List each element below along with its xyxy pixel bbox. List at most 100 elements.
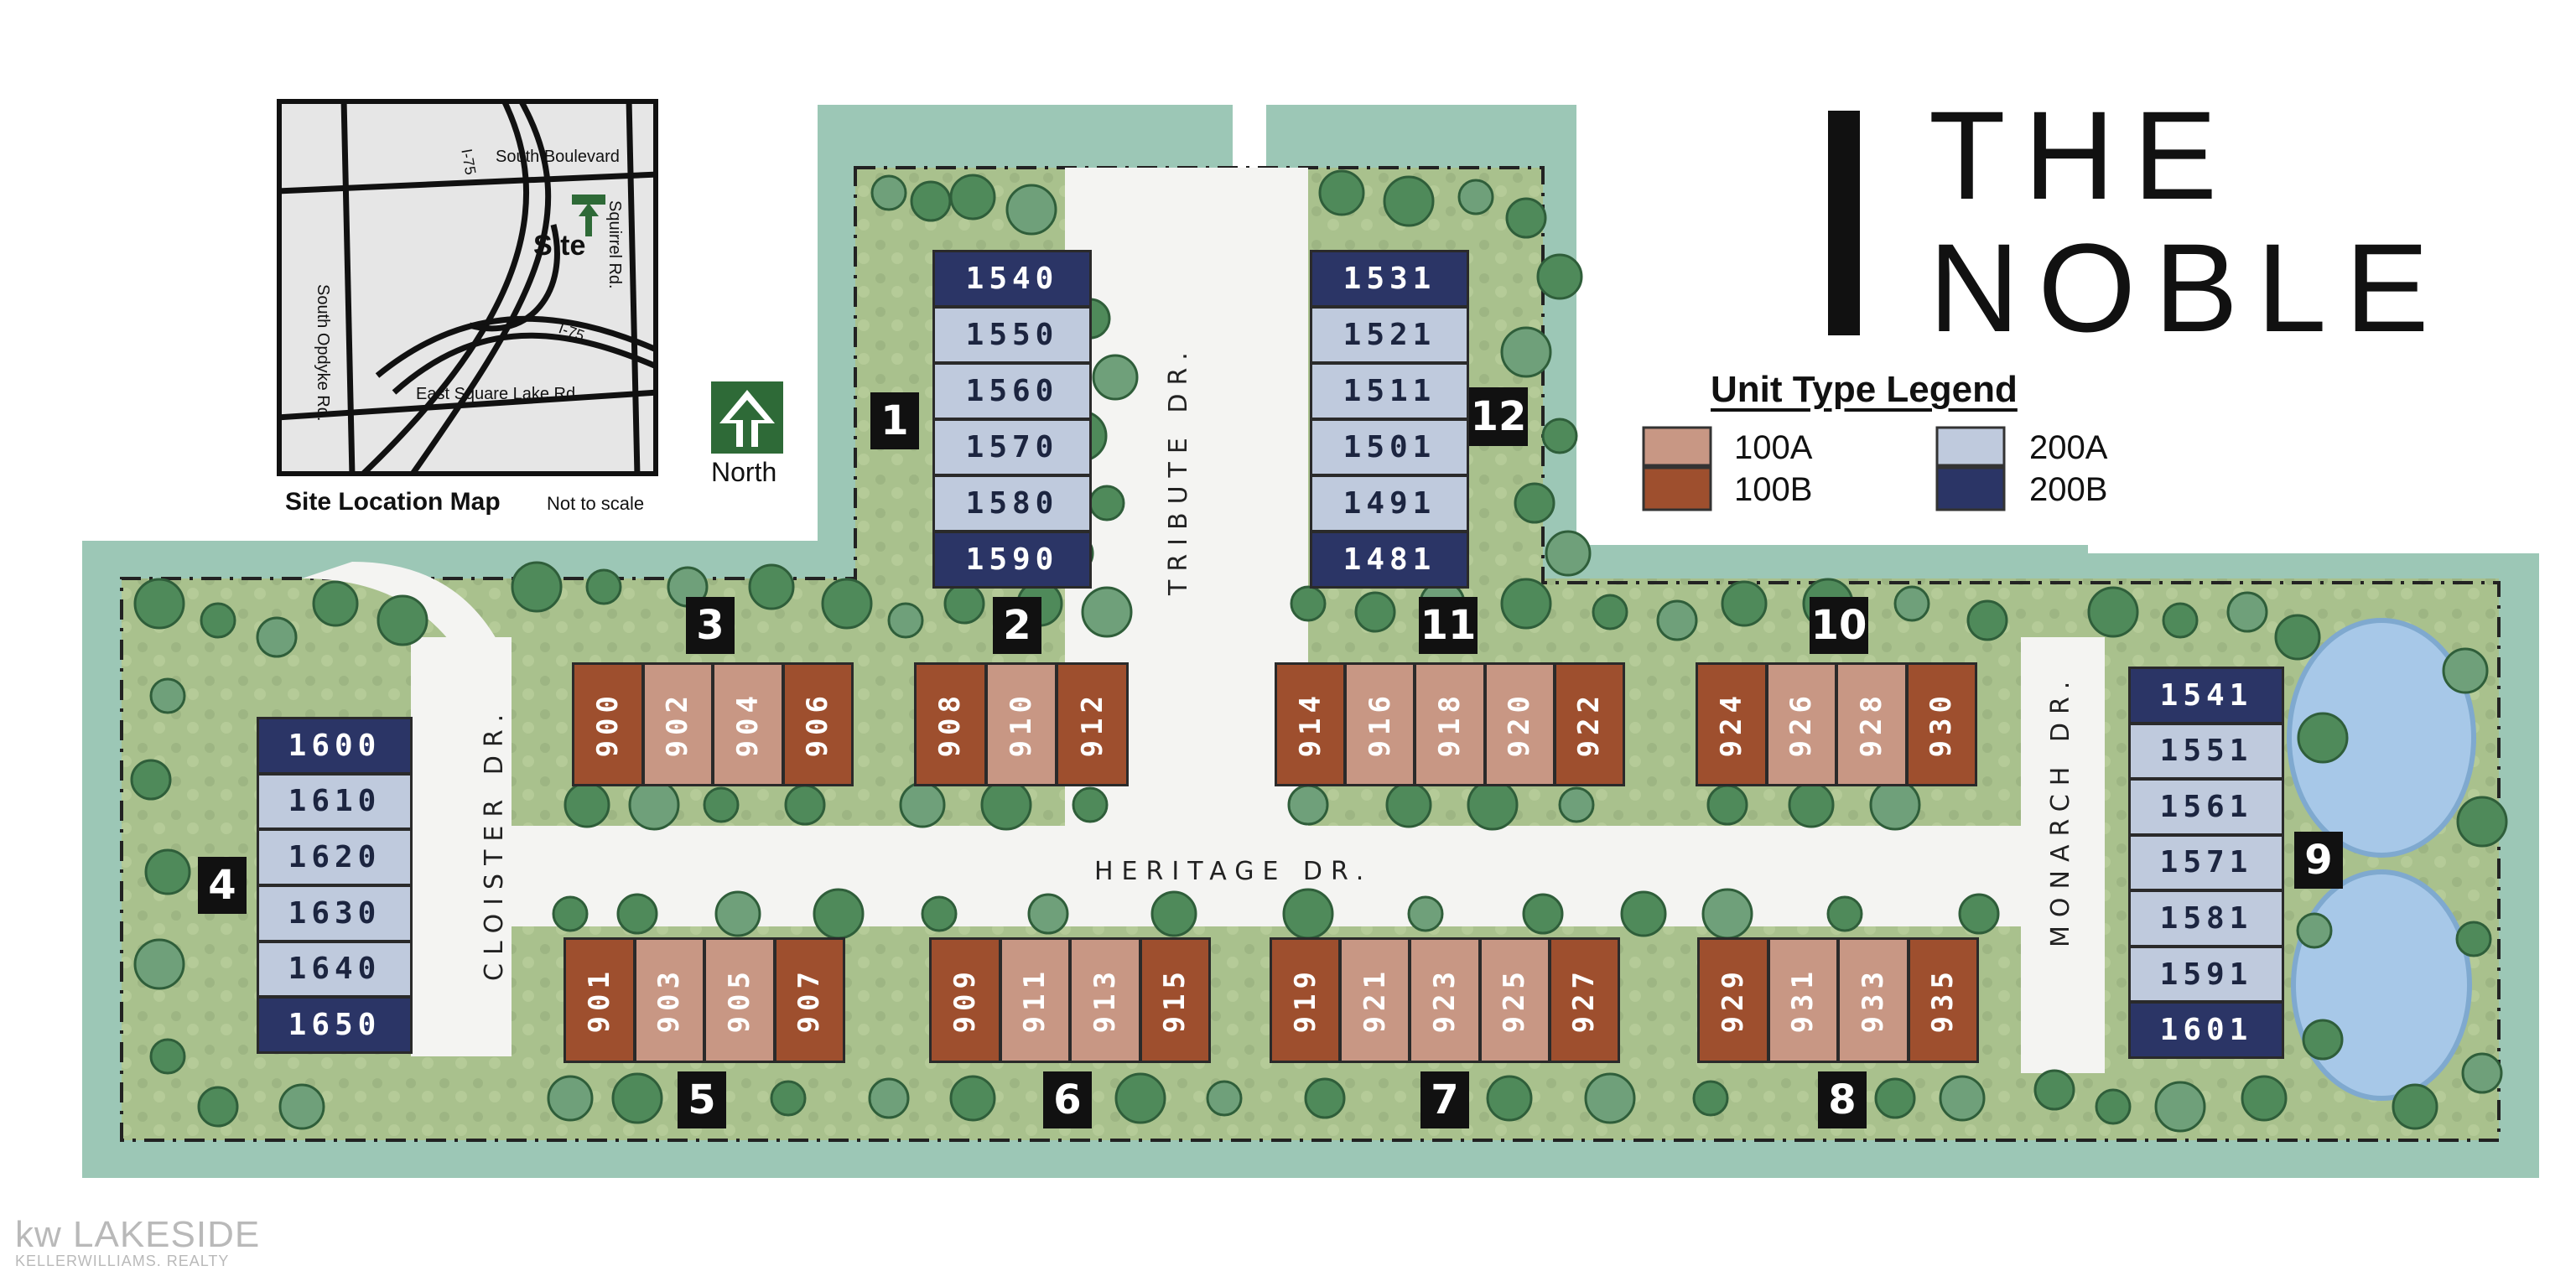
- tree: [149, 677, 186, 714]
- tree: [1114, 1072, 1166, 1124]
- tree: [552, 895, 589, 932]
- unit-1601: 1601: [2128, 1001, 2284, 1059]
- tree: [312, 580, 359, 627]
- tree: [1869, 779, 1921, 831]
- tree: [870, 174, 907, 211]
- unit-1531: 1531: [1310, 250, 1469, 308]
- unit-1540: 1540: [932, 250, 1092, 308]
- unit-919: 919: [1270, 937, 1342, 1063]
- tree: [1958, 893, 2000, 935]
- tree: [949, 174, 996, 220]
- unit-1501: 1501: [1310, 418, 1469, 476]
- tree: [1620, 890, 1667, 937]
- inset-site-marker-icon: [572, 195, 605, 236]
- unit-931: 931: [1767, 937, 1839, 1063]
- legend-label-100a: 100A: [1734, 429, 1813, 466]
- legend-swatch-100b: [1642, 466, 1712, 511]
- unit-1550: 1550: [932, 306, 1092, 364]
- tree: [1592, 594, 1628, 630]
- inset-road-south-boulevard: South Boulevard: [496, 148, 620, 166]
- tree: [899, 781, 946, 828]
- tree: [256, 616, 298, 658]
- building-label-9: 9: [2294, 832, 2343, 889]
- tree: [200, 602, 236, 639]
- tree: [278, 1083, 325, 1130]
- tree: [2226, 591, 2268, 633]
- tree: [1486, 1075, 1533, 1122]
- unit-913: 913: [1069, 937, 1141, 1063]
- tree: [2033, 1069, 2075, 1111]
- building-label-7: 7: [1420, 1071, 1469, 1128]
- tree: [980, 779, 1032, 831]
- unit-900: 900: [572, 662, 644, 786]
- unit-1650: 1650: [257, 996, 413, 1054]
- tree: [1081, 586, 1133, 638]
- legend-label-100b: 100B: [1734, 471, 1813, 508]
- tree: [1500, 578, 1552, 630]
- tree: [2456, 796, 2508, 848]
- tree: [1721, 580, 1768, 627]
- unit-935: 935: [1907, 937, 1979, 1063]
- unit-929: 929: [1697, 937, 1769, 1063]
- tree: [1706, 784, 1748, 826]
- title-bar: [1828, 111, 1860, 335]
- tree: [949, 1075, 996, 1122]
- tree: [1467, 779, 1519, 831]
- building-label-2: 2: [993, 597, 1041, 654]
- tree: [1584, 1072, 1636, 1124]
- unit-1620: 1620: [257, 828, 413, 886]
- tree: [1287, 784, 1329, 826]
- unit-1610: 1610: [257, 772, 413, 831]
- unit-1590: 1590: [932, 531, 1092, 589]
- unit-930: 930: [1905, 662, 1977, 786]
- street-monarch: MONARCH DR.: [2046, 672, 2075, 947]
- unit-910: 910: [984, 662, 1058, 786]
- unit-911: 911: [999, 937, 1071, 1063]
- tree: [1514, 482, 1555, 524]
- tree: [1407, 895, 1444, 932]
- tree: [2297, 712, 2349, 764]
- tree: [1966, 599, 2008, 641]
- unit-924: 924: [1696, 662, 1768, 786]
- tree: [1541, 418, 1578, 454]
- inset-road-squirrel: Squirrel Rd.: [605, 200, 624, 289]
- inset-site-label: Site: [533, 230, 586, 262]
- unit-923: 923: [1409, 937, 1481, 1063]
- legend-heading: Unit Type Legend: [1711, 369, 2018, 410]
- building-label-10: 10: [1810, 597, 1868, 654]
- building-label-11: 11: [1419, 597, 1478, 654]
- unit-1521: 1521: [1310, 306, 1469, 364]
- tree: [1290, 585, 1327, 622]
- tree: [628, 779, 680, 831]
- tree: [564, 781, 610, 828]
- site-map-scale-note: Not to scale: [547, 493, 645, 514]
- tree: [2154, 1081, 2206, 1133]
- tree: [1457, 179, 1494, 215]
- tree: [1072, 786, 1109, 823]
- tree: [1893, 585, 1930, 622]
- title-line2: NOBLE: [1929, 217, 2448, 358]
- building-label-6: 6: [1043, 1071, 1092, 1128]
- building-label-8: 8: [1818, 1071, 1867, 1128]
- inset-road-opdyke: South Opdyke Rd.: [314, 284, 332, 422]
- north-arrow-icon: [711, 381, 783, 454]
- tree: [714, 890, 761, 937]
- legend-swatch-100a: [1642, 426, 1712, 467]
- unit-921: 921: [1339, 937, 1411, 1063]
- unit-1551: 1551: [2128, 722, 2284, 781]
- tree: [377, 594, 428, 646]
- tree: [133, 938, 185, 990]
- building-label-12: 12: [1469, 387, 1528, 446]
- unit-918: 918: [1414, 662, 1486, 786]
- tree: [1088, 485, 1125, 521]
- tree: [144, 848, 191, 895]
- unit-908: 908: [914, 662, 987, 786]
- tree: [2087, 586, 2139, 638]
- tree: [2302, 1019, 2344, 1061]
